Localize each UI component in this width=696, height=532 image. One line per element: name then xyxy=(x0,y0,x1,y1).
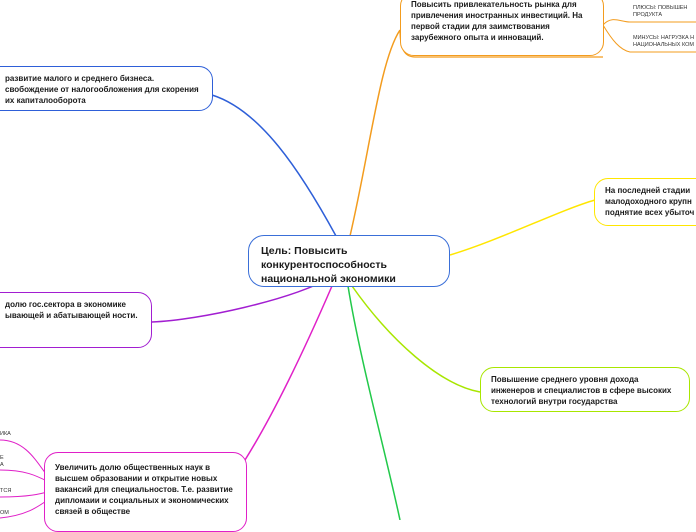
link-mid-right xyxy=(449,199,596,256)
link-lower-right xyxy=(351,285,481,393)
link-top-left xyxy=(211,94,337,237)
node-public-sector[interactable]: долю гос.сектора в экономике ывающей и а… xyxy=(0,292,152,348)
node-small-business-text: развитие малого и среднего бизнеса. своб… xyxy=(5,74,199,105)
node-investment-text: Повысить привлекательность рынка для при… xyxy=(411,0,583,42)
leaf-left-1[interactable]: ИКА xyxy=(0,431,11,437)
node-last-stage-text: На последней стадии малодоходного крупн … xyxy=(605,186,695,217)
leaf-plus[interactable]: ПЛЮСЫ: ПОВЫШЕН ПРОДУКТА xyxy=(633,5,688,18)
node-last-stage[interactable]: На последней стадии малодоходного крупн … xyxy=(594,178,696,226)
leaf-minus[interactable]: МИНУСЫ: НАГРУЗКА Н НАЦИОНАЛЬНЫХ КОМ xyxy=(633,35,695,48)
node-public-sector-text: долю гос.сектора в экономике ывающей и а… xyxy=(5,300,138,320)
node-social-sciences-text: Увеличить долю общественных наук в высше… xyxy=(55,463,233,516)
link-bottom-green xyxy=(347,285,401,520)
central-topic-node[interactable]: Цель: Повысить конкурентоспособность нац… xyxy=(248,235,450,287)
node-investment-attractiveness[interactable]: Повысить привлекательность рынка для при… xyxy=(400,0,604,56)
link-bottom-left xyxy=(244,285,333,461)
node-social-sciences[interactable]: Увеличить долю общественных наук в высше… xyxy=(44,452,247,532)
leaf-left-4[interactable]: ОМ xyxy=(0,510,9,516)
leaf-left-2[interactable]: Е А xyxy=(0,455,4,468)
link-top-right xyxy=(349,29,401,237)
link-minus-leaf xyxy=(602,24,696,53)
node-small-business[interactable]: развитие малого и среднего бизнеса. своб… xyxy=(0,66,213,111)
node-engineer-income-text: Повышение среднего уровня дохода инженер… xyxy=(491,375,672,406)
central-topic-text: Цель: Повысить конкурентоспособность нац… xyxy=(261,245,396,285)
node-engineer-income[interactable]: Повышение среднего уровня дохода инженер… xyxy=(480,367,690,412)
link-plus-leaf xyxy=(602,19,696,26)
leaf-left-3[interactable]: ТСЯ xyxy=(0,488,12,494)
